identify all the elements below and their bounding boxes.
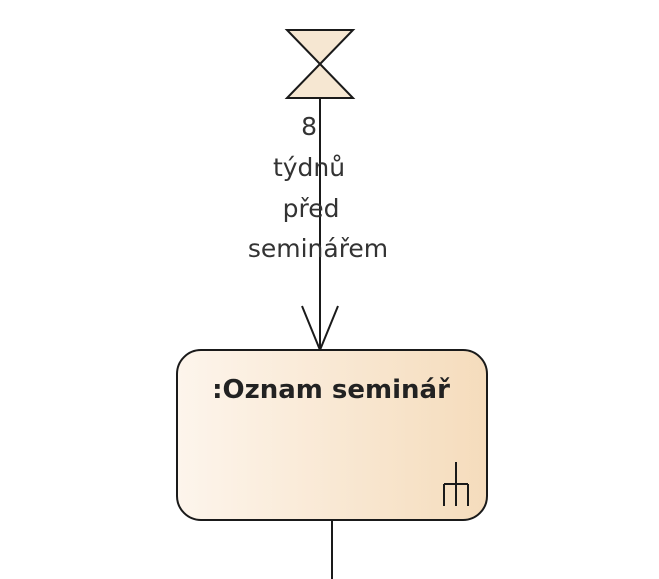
call-behavior-rake-icon: [443, 462, 469, 506]
time-event-node[interactable]: [284, 29, 356, 99]
action-node[interactable]: :Oznam seminář: [176, 349, 488, 521]
time-event-label-line: seminářem: [248, 234, 388, 263]
time-event-label: 8 týdnů před seminářem: [248, 112, 388, 263]
action-name: :Oznam seminář: [212, 375, 450, 405]
time-event-label-line: před: [283, 194, 340, 223]
time-event-label-line: 8: [301, 112, 317, 141]
hourglass-icon: [284, 29, 356, 99]
time-event-label-line: týdnů: [273, 153, 345, 182]
